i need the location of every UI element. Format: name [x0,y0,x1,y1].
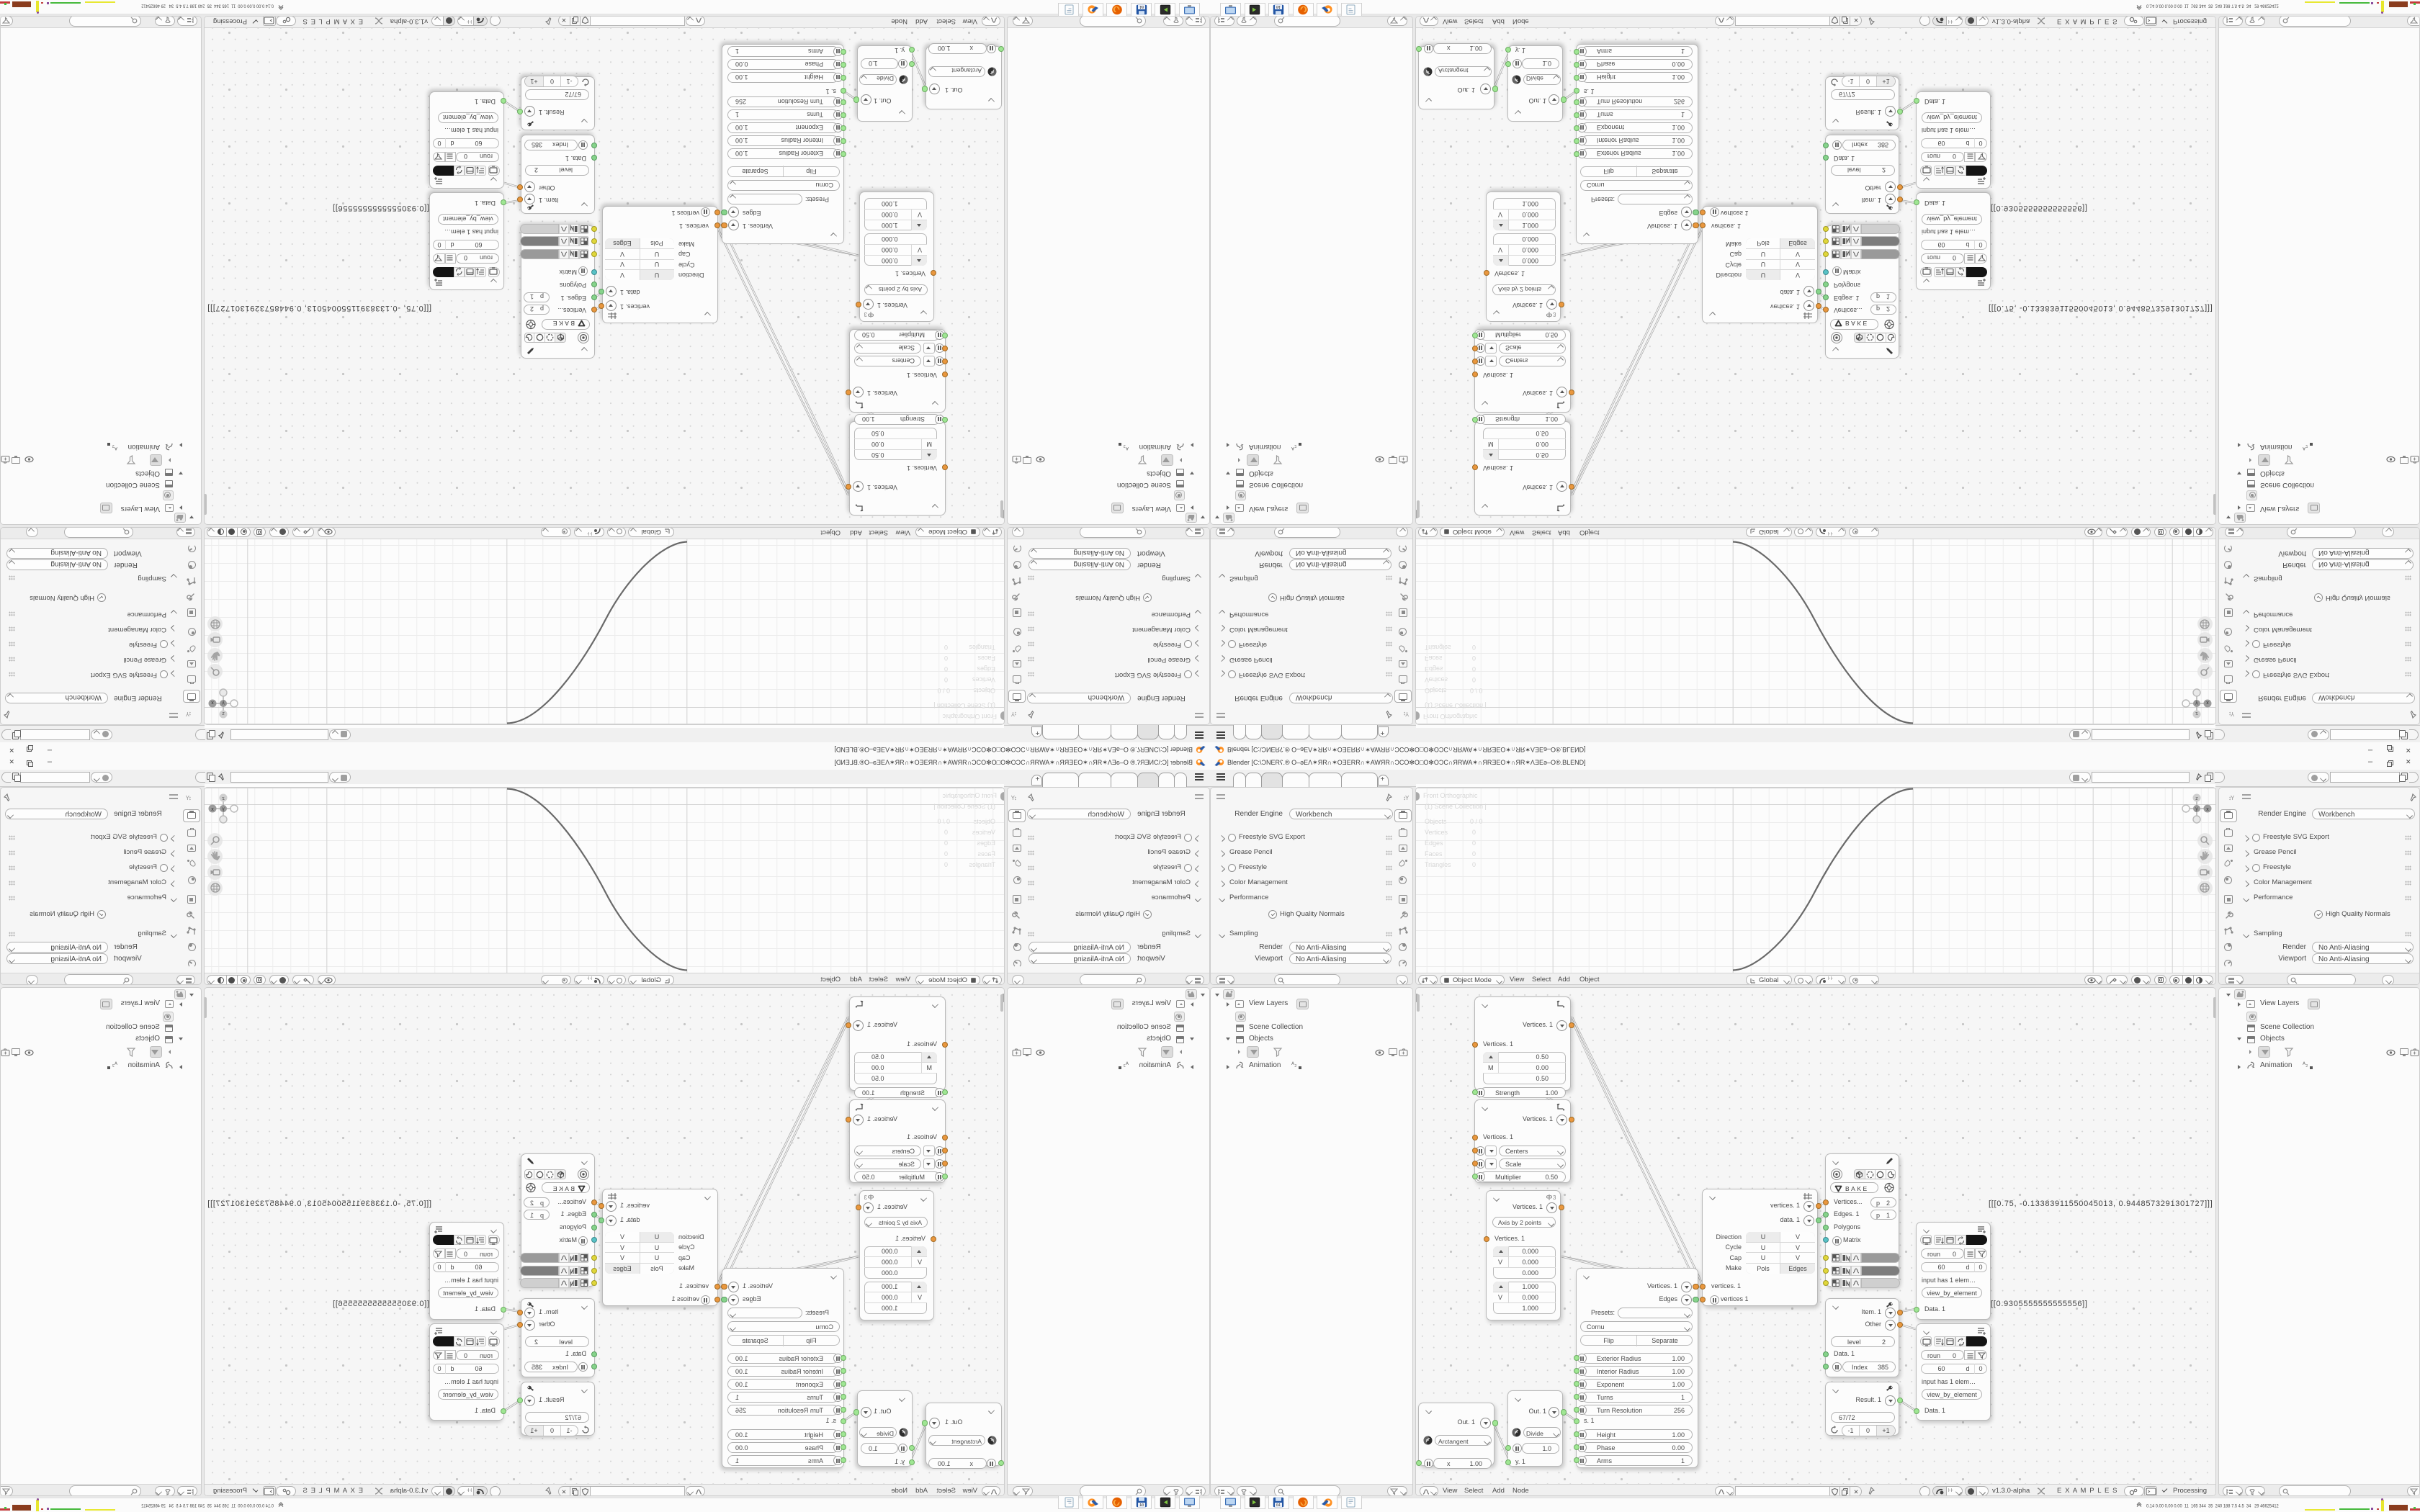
svg-text:64: 64 [1139,1503,1144,1508]
svg-text:3: 3 [1553,311,1556,318]
svg-text:x: x [211,700,214,705]
svg-text:3: 3 [1553,1194,1556,1201]
svg-text:z: z [2195,796,2198,801]
svg-text:x: x [2206,700,2209,705]
svg-text:3: 3 [864,1194,867,1201]
svg-text:y: y [222,807,225,812]
svg-text:64: 64 [1276,4,1281,9]
svg-text:x: x [211,807,214,812]
svg-text:64: 64 [1276,1503,1281,1508]
svg-text:z: z [2195,711,2198,716]
svg-text:y: y [2195,807,2198,812]
svg-text:x: x [2206,807,2209,812]
svg-text:64: 64 [1139,4,1144,9]
svg-text:z: z [222,796,225,801]
svg-text:z: z [222,711,225,716]
svg-text:3: 3 [864,311,867,318]
svg-text:y: y [2195,700,2198,705]
svg-text:y: y [222,700,225,705]
